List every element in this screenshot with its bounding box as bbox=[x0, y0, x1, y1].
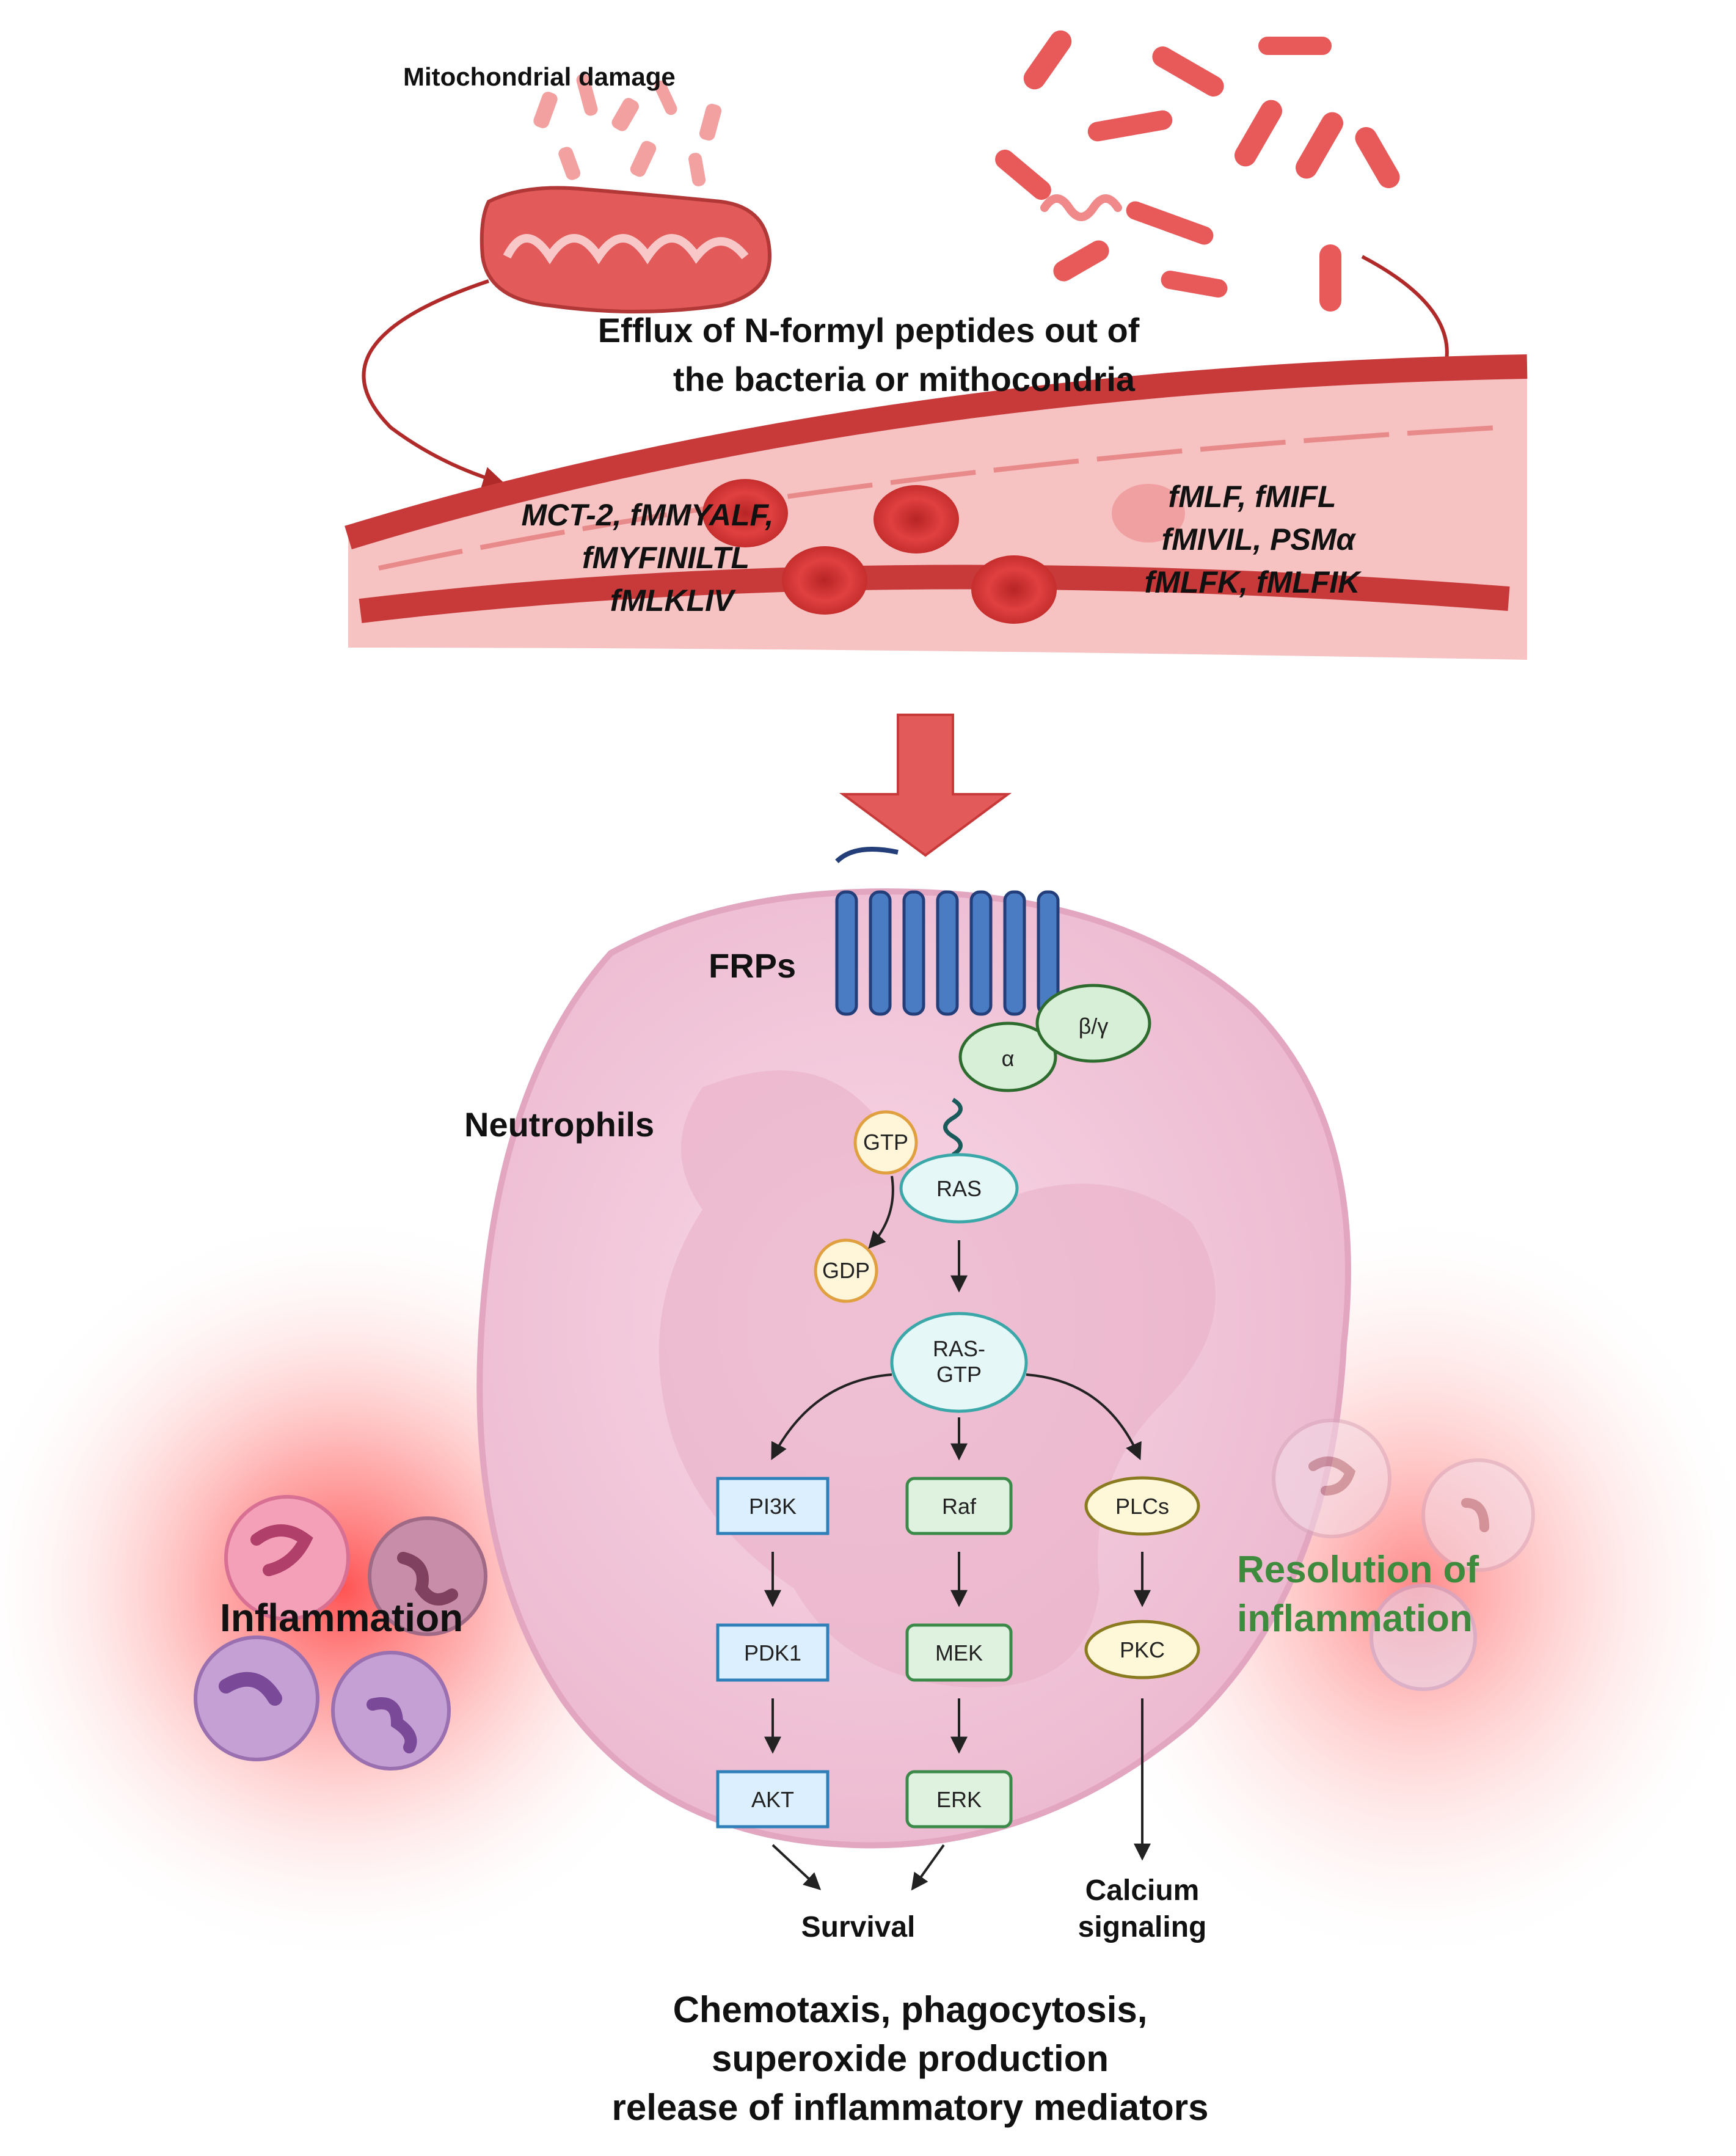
mito-peptide-1: MCT-2, fMMYALF, bbox=[522, 498, 774, 532]
inflammation-label: Inflammation bbox=[220, 1596, 463, 1640]
bact-peptide-1: fMLF, fMIFL bbox=[1169, 480, 1337, 514]
mitochondrion-icon bbox=[480, 73, 772, 313]
raf-label: Raf bbox=[942, 1494, 977, 1519]
gtp-to-gdp-arrow bbox=[868, 1175, 894, 1249]
pkc-node bbox=[1084, 1620, 1200, 1679]
akt-node bbox=[716, 1770, 830, 1829]
gdp-label: GDP bbox=[822, 1258, 870, 1283]
efflux-label-1: Efflux of N-formyl peptides out of bbox=[598, 311, 1140, 349]
ras-node bbox=[899, 1153, 1019, 1224]
pdk1-node bbox=[716, 1623, 830, 1682]
efflux-label-2: the bacteria or mithocondria bbox=[673, 360, 1136, 398]
pi3k-node bbox=[716, 1477, 830, 1535]
outcome-line-3: release of inflammatory mediators bbox=[611, 2087, 1208, 2128]
mek-label: MEK bbox=[935, 1640, 983, 1665]
mek-node bbox=[905, 1623, 1013, 1682]
pdk1-label: PDK1 bbox=[744, 1640, 801, 1665]
g-beta-gamma bbox=[1035, 984, 1151, 1063]
g-protein: α β/γ bbox=[958, 984, 1151, 1092]
g-beta-gamma-label: β/γ bbox=[1079, 1014, 1109, 1039]
pi3k-label: PI3K bbox=[749, 1494, 797, 1519]
peptide-to-cell-arrow bbox=[839, 714, 1012, 857]
g-alpha bbox=[958, 1021, 1057, 1092]
plcs-label: PLCs bbox=[1115, 1494, 1169, 1519]
rasgtp-to-plcs-arrow bbox=[1026, 1373, 1142, 1461]
neutrophils-label: Neutrophils bbox=[464, 1105, 654, 1144]
gtp-label: GTP bbox=[863, 1130, 908, 1155]
ras-gtp-node bbox=[890, 1312, 1028, 1413]
gdp-node bbox=[814, 1238, 878, 1303]
raf-node bbox=[905, 1477, 1013, 1535]
inflammatory-neutrophils-icon bbox=[194, 1495, 487, 1770]
resolution-label-1: Resolution of bbox=[1237, 1549, 1479, 1591]
calcium-label-1: Calcium bbox=[1085, 1874, 1200, 1907]
rasgtp-to-pi3k-arrow bbox=[771, 1373, 892, 1460]
resolution-label-2: inflammation bbox=[1237, 1598, 1473, 1640]
resolving-neutrophils-icon bbox=[1272, 1419, 1535, 1691]
ras-anchor bbox=[943, 1097, 963, 1157]
pkc-label: PKC bbox=[1120, 1637, 1165, 1662]
mito-to-vessel-arrow bbox=[362, 279, 505, 488]
plcs-node bbox=[1084, 1476, 1200, 1536]
red-blood-cells bbox=[702, 479, 1185, 624]
akt-to-survival-arrow bbox=[771, 1844, 822, 1890]
ras-gtp-label-1: RAS- bbox=[933, 1336, 985, 1361]
frps-label: FRPs bbox=[709, 946, 796, 985]
akt-label: AKT bbox=[751, 1787, 794, 1812]
bact-peptide-3: fMLFK, fMLFIK bbox=[1145, 565, 1363, 599]
erk-node bbox=[905, 1770, 1013, 1829]
mito-peptide-3: fMLKLIV bbox=[610, 583, 736, 618]
survival-label: Survival bbox=[801, 1911, 916, 1943]
calcium-label-2: signaling bbox=[1078, 1911, 1207, 1943]
mito-damage-label: Mitochondrial damage bbox=[403, 62, 676, 91]
erk-to-survival-arrow bbox=[911, 1844, 945, 1891]
bacteria-icon bbox=[995, 30, 1400, 312]
bact-peptide-2: fMIVIL, PSMα bbox=[1161, 522, 1356, 557]
ras-label: RAS bbox=[936, 1176, 982, 1201]
ras-gtp-label-2: GTP bbox=[936, 1362, 982, 1387]
mito-peptide-2: fMYFINILTL bbox=[582, 541, 749, 575]
g-alpha-label: α bbox=[1002, 1046, 1015, 1071]
erk-label: ERK bbox=[936, 1787, 982, 1812]
fpr-receptor-icon bbox=[835, 847, 1060, 1016]
gtp-node bbox=[853, 1110, 918, 1175]
outcome-line-1: Chemotaxis, phagocytosis, bbox=[673, 1989, 1148, 2030]
outcome-line-2: superoxide production bbox=[712, 2038, 1109, 2079]
